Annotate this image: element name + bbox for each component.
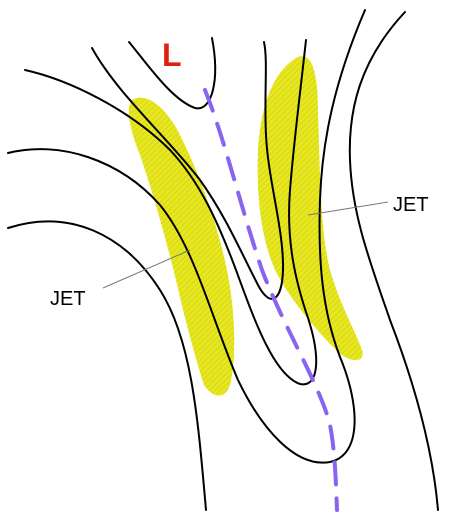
jet-label-left: JET xyxy=(50,288,86,310)
jet-left-pointer xyxy=(102,249,191,289)
contour-innermost xyxy=(128,37,217,110)
contour-2 xyxy=(91,41,285,300)
low-pressure-label: L xyxy=(162,37,182,73)
contour-6 xyxy=(348,11,439,511)
jet-right-pointer xyxy=(307,201,389,216)
jet-streak-right xyxy=(257,56,363,361)
contour-5 xyxy=(7,220,207,511)
jet-label-right: JET xyxy=(393,194,429,216)
contour-3 xyxy=(24,39,318,386)
jet-streak-left xyxy=(128,97,235,396)
trough-axis-line xyxy=(203,88,339,512)
contour-4 xyxy=(7,9,366,464)
